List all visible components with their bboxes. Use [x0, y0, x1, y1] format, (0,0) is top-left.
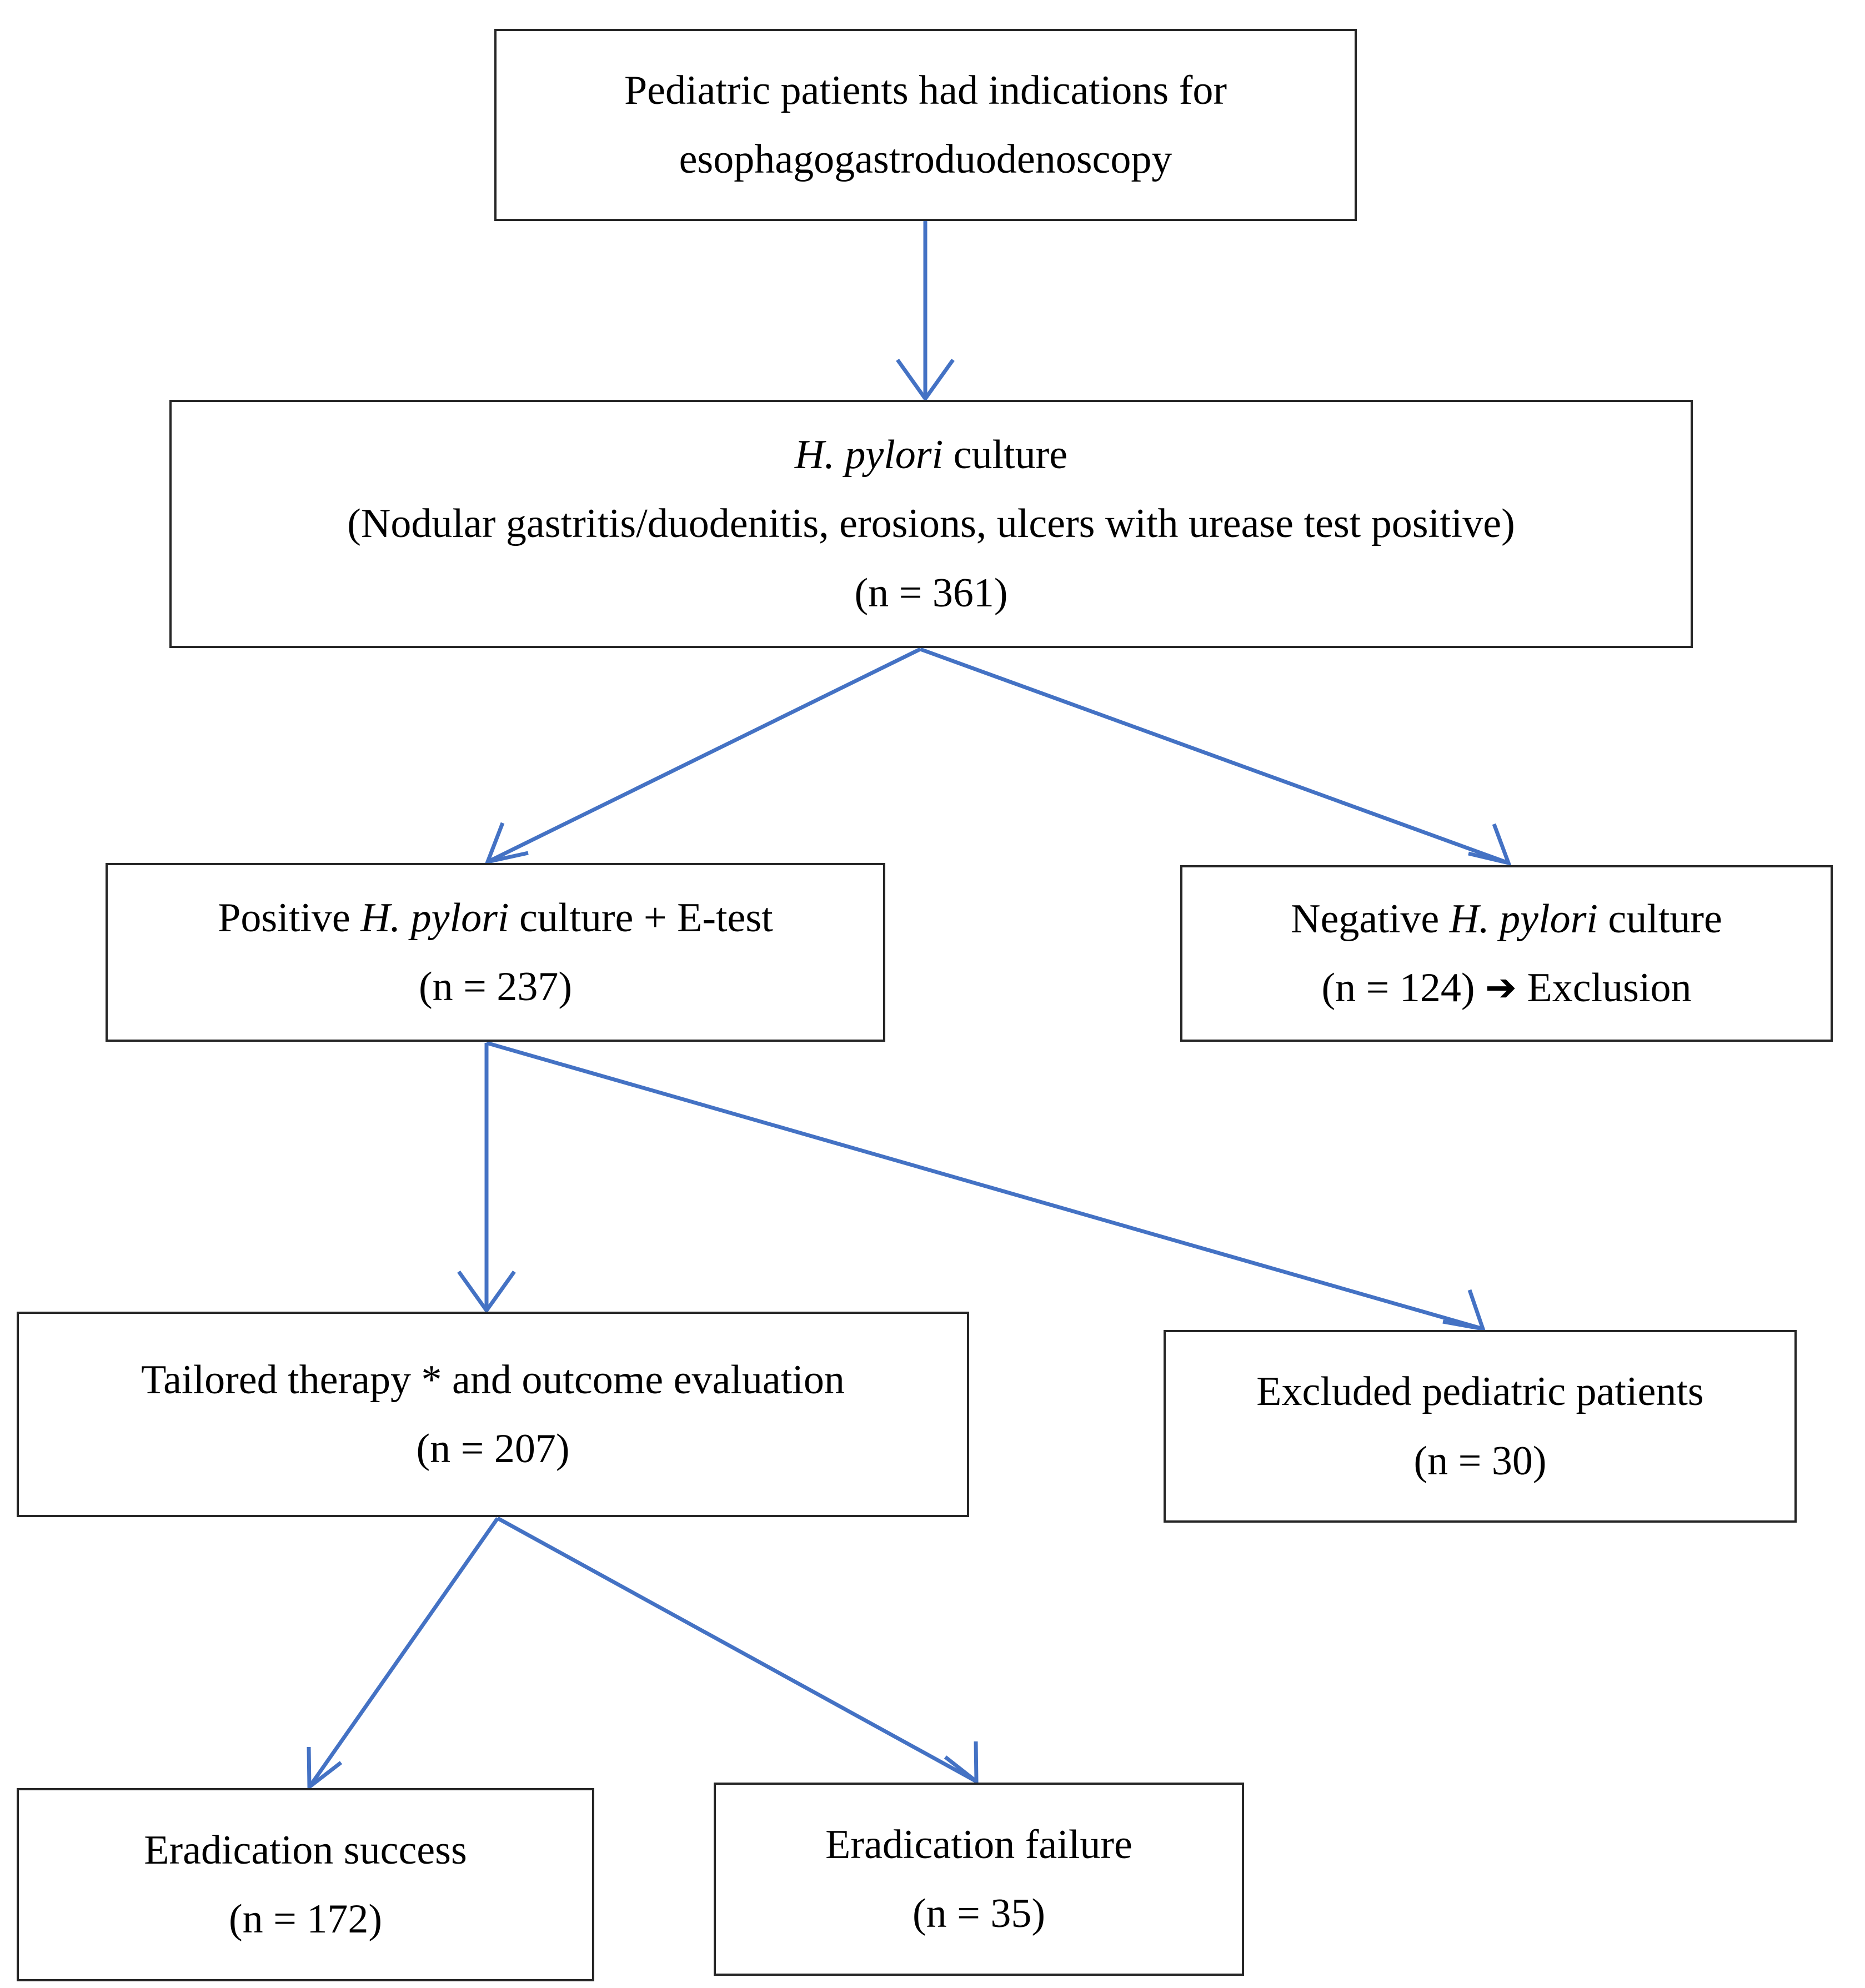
node-positive-suffix: culture + E-test — [509, 895, 773, 941]
node-hpylori-culture: H. pylori culture (Nodular gastritis/duo… — [169, 400, 1693, 648]
node-negative-outcome: Exclusion — [1527, 965, 1692, 1011]
node-negative-suffix: culture — [1597, 896, 1722, 942]
node-positive-count: (n = 237) — [418, 964, 573, 1010]
node-culture-count: (n = 361) — [854, 570, 1008, 616]
organism-name-italic: H. pylori — [360, 895, 509, 941]
node-failure-count: (n = 35) — [912, 1891, 1046, 1937]
node-excluded-count: (n = 30) — [1413, 1438, 1547, 1484]
edge-tailored-to-success — [307, 1517, 499, 1791]
node-negative-prefix: Negative — [1291, 896, 1450, 942]
edge-positive-to-tailored — [457, 1043, 516, 1314]
node-culture-criteria: (Nodular gastritis/duodenitis, erosions,… — [347, 501, 1515, 547]
node-positive-title: Positive H. pylori culture + E-test — [108, 893, 883, 943]
organism-name-italic: H. pylori — [1449, 896, 1598, 942]
node-negative-culture: Negative H. pylori culture (n = 124) ➔ E… — [1180, 865, 1833, 1042]
node-excluded-patients: Excluded pediatric patients (n = 30) — [1164, 1330, 1797, 1523]
node-positive-culture: Positive H. pylori culture + E-test (n =… — [106, 863, 885, 1042]
edge-culture-to-positive — [484, 647, 921, 865]
node-success-count: (n = 172) — [228, 1896, 383, 1942]
edge-positive-to-excluded — [486, 1041, 1486, 1332]
right-arrow-icon: ➔ — [1485, 966, 1517, 1010]
node-failure-label: Eradication failure — [825, 1821, 1132, 1867]
node-indications: Pediatric patients had indications for e… — [494, 29, 1357, 221]
node-negative-count: (n = 124) — [1321, 965, 1475, 1011]
node-culture-title: H. pylori culture — [172, 430, 1691, 480]
node-excluded-label: Excluded pediatric patients — [1256, 1369, 1704, 1415]
node-eradication-failure: Eradication failure (n = 35) — [714, 1783, 1244, 1976]
node-success-label: Eradication success — [144, 1827, 467, 1873]
organism-name-italic: H. pylori — [794, 432, 944, 478]
edge-tailored-to-failure — [497, 1516, 979, 1786]
edge-indication-to-culture — [896, 221, 955, 403]
node-tailored-count: (n = 207) — [416, 1426, 570, 1472]
node-eradication-success: Eradication success (n = 172) — [17, 1788, 594, 1981]
node-negative-count-row: (n = 124) ➔ Exclusion — [1182, 963, 1831, 1013]
node-tailored-therapy: Tailored therapy * and outcome evaluatio… — [17, 1312, 969, 1517]
node-negative-title: Negative H. pylori culture — [1182, 894, 1831, 944]
node-culture-title-suffix: culture — [943, 432, 1068, 478]
node-tailored-label: Tailored therapy * and outcome evaluatio… — [141, 1357, 845, 1403]
node-positive-prefix: Positive — [218, 895, 361, 941]
edge-culture-to-negative — [919, 647, 1512, 866]
node-indications-line2: esophagogastroduodenoscopy — [679, 137, 1172, 183]
node-indications-line1: Pediatric patients had indications for — [624, 67, 1227, 113]
